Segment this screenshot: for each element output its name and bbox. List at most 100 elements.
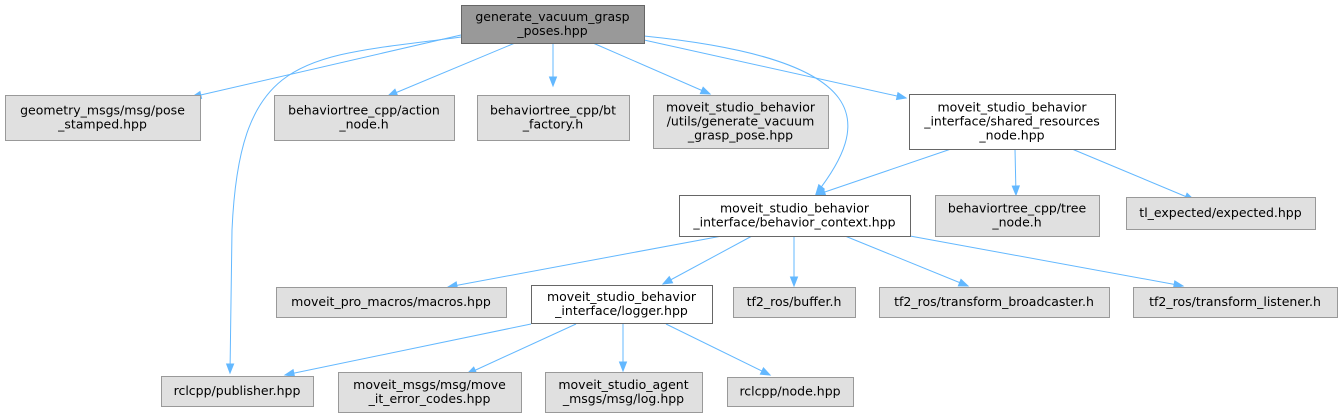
node-box bbox=[733, 287, 856, 318]
edge-root-to-shared_resources bbox=[643, 39, 908, 101]
arrowhead bbox=[759, 367, 772, 376]
node-rclcpp-node[interactable]: rclcpp/node.hpp bbox=[727, 377, 854, 407]
node-box bbox=[531, 285, 713, 324]
node-box bbox=[161, 376, 314, 407]
node-label-line: _interface/behavior_context.hpp bbox=[692, 215, 895, 230]
node-label-line: moveit_studio_behavior bbox=[547, 289, 697, 304]
node-box bbox=[1133, 287, 1338, 318]
node-box bbox=[727, 377, 854, 407]
node-box bbox=[1126, 197, 1316, 230]
node-box bbox=[909, 94, 1116, 150]
node-label-line: rclcpp/node.hpp bbox=[739, 384, 840, 399]
node-label-line: tf2_ros/transform_broadcaster.h bbox=[894, 294, 1094, 309]
edge-logger-to-agent_log bbox=[618, 324, 628, 373]
node-label-line: tf2_ros/transform_listener.h bbox=[1149, 294, 1321, 309]
edge-logger-to-error_codes bbox=[465, 323, 577, 375]
node-box bbox=[461, 5, 645, 44]
arrowhead bbox=[1172, 280, 1185, 289]
node-logger[interactable]: moveit_studio_behavior_interface/logger.… bbox=[531, 285, 713, 324]
node-label-line: _msgs/msg/log.hpp bbox=[562, 391, 684, 406]
arrowhead bbox=[386, 88, 399, 97]
arrowhead bbox=[895, 91, 908, 101]
node-tf2-broadcaster[interactable]: tf2_ros/transform_broadcaster.h bbox=[879, 287, 1110, 318]
node-label-line: moveit_studio_behavior bbox=[666, 100, 816, 115]
edge-shared_resources-to-tl_expected bbox=[1071, 148, 1196, 201]
edge-behavior_context-to-logger bbox=[661, 235, 753, 285]
arrowhead bbox=[618, 361, 628, 373]
node-bt-tree-node[interactable]: behaviortree_cpp/tree_node.h bbox=[935, 195, 1100, 237]
node-macros[interactable]: moveit_pro_macros/macros.hpp bbox=[276, 287, 507, 318]
node-bt-factory[interactable]: behaviortree_cpp/bt_factory.h bbox=[477, 95, 630, 141]
node-label-line: moveit_msgs/msg/move bbox=[353, 377, 506, 392]
edges-layer bbox=[190, 34, 1196, 378]
node-shared-resources[interactable]: moveit_studio_behavior_interface/shared_… bbox=[909, 94, 1116, 150]
node-tf2-buffer[interactable]: tf2_ros/buffer.h bbox=[733, 287, 856, 318]
node-label-line: geometry_msgs/msg/pose bbox=[20, 103, 185, 118]
edge-root-to-bt_action_node bbox=[386, 42, 516, 97]
node-root: generate_vacuum_grasp_poses.hpp bbox=[461, 5, 645, 44]
node-label-line: _interface/shared_resources bbox=[923, 114, 1100, 129]
node-label-line: moveit_studio_agent bbox=[558, 377, 688, 392]
edge-root-to-geometry_pose bbox=[190, 34, 462, 99]
node-label-line: behaviortree_cpp/bt bbox=[490, 103, 616, 118]
node-label-line: behaviortree_cpp/tree bbox=[948, 201, 1087, 216]
arrowhead bbox=[957, 278, 970, 287]
node-box bbox=[276, 287, 507, 318]
edge-root-to-utils_grasp_pose bbox=[592, 42, 712, 95]
node-label-line: tl_expected/expected.hpp bbox=[1139, 205, 1301, 220]
arrowhead bbox=[699, 86, 712, 95]
node-box bbox=[274, 95, 455, 141]
arrowhead bbox=[225, 363, 235, 375]
node-box bbox=[679, 195, 911, 237]
node-tl-expected[interactable]: tl_expected/expected.hpp bbox=[1126, 197, 1316, 230]
edge-root-to-rclcpp_publisher bbox=[225, 36, 462, 375]
node-label-line: _stamped.hpp bbox=[57, 117, 147, 132]
nodes-layer: generate_vacuum_grasp_poses.hpp geometry_… bbox=[5, 5, 1338, 413]
node-label-line: _node.h bbox=[991, 215, 1041, 230]
node-label-line: moveit_studio_behavior bbox=[937, 100, 1087, 115]
node-label-line: _node.h bbox=[338, 117, 388, 132]
edge-shared_resources-to-bt_tree_node bbox=[1011, 148, 1021, 197]
node-tf2-listener[interactable]: tf2_ros/transform_listener.h bbox=[1133, 287, 1338, 318]
node-box bbox=[935, 195, 1100, 237]
node-bt-action-node[interactable]: behaviortree_cpp/action_node.h bbox=[274, 95, 455, 141]
node-label-line: _poses.hpp bbox=[516, 23, 587, 38]
node-label-line: rclcpp/publisher.hpp bbox=[174, 383, 301, 398]
node-box bbox=[879, 287, 1110, 318]
node-box bbox=[545, 372, 703, 413]
node-box bbox=[338, 372, 522, 413]
node-label-line: /utils/generate_vacuum bbox=[667, 114, 815, 129]
edge-behavior_context-to-tf2_listener bbox=[909, 235, 1185, 289]
edge-logger-to-rclcpp_node bbox=[665, 323, 772, 376]
arrowhead bbox=[548, 76, 558, 88]
node-label-line: _node.hpp bbox=[978, 128, 1044, 143]
node-box bbox=[5, 95, 201, 141]
node-geometry-pose[interactable]: geometry_msgs/msg/pose_stamped.hpp bbox=[5, 95, 201, 141]
node-label-line: _it_error_codes.hpp bbox=[368, 391, 491, 406]
edge-behavior_context-to-macros bbox=[446, 235, 723, 290]
edge-logger-to-rclcpp_publisher bbox=[283, 323, 532, 378]
edge-shared_resources-to-behavior_context bbox=[814, 148, 952, 196]
node-label-line: moveit_studio_behavior bbox=[720, 201, 870, 216]
node-label-line: behaviortree_cpp/action bbox=[288, 103, 440, 118]
node-label-line: moveit_pro_macros/macros.hpp bbox=[291, 294, 491, 309]
arrowhead bbox=[661, 275, 674, 285]
node-box bbox=[653, 95, 829, 149]
node-label-line: _interface/logger.hpp bbox=[554, 303, 688, 318]
node-error-codes[interactable]: moveit_msgs/msg/move_it_error_codes.hpp bbox=[338, 372, 522, 413]
arrowhead bbox=[1011, 185, 1021, 197]
node-label-line: generate_vacuum_grasp bbox=[475, 9, 629, 24]
edge-behavior_context-to-tf2_buffer bbox=[789, 236, 799, 288]
node-label-line: _factory.h bbox=[522, 117, 583, 132]
edge-behavior_context-to-tf2_broadcaster bbox=[844, 235, 970, 287]
node-agent-log[interactable]: moveit_studio_agent_msgs/msg/log.hpp bbox=[545, 372, 703, 413]
node-utils-grasp-pose[interactable]: moveit_studio_behavior/utils/generate_va… bbox=[653, 95, 829, 149]
node-label-line: _grasp_pose.hpp bbox=[687, 128, 793, 143]
node-label-line: tf2_ros/buffer.h bbox=[747, 294, 842, 309]
node-rclcpp-publisher[interactable]: rclcpp/publisher.hpp bbox=[161, 376, 314, 407]
arrowhead bbox=[789, 276, 799, 288]
arrowhead bbox=[283, 368, 296, 378]
node-box bbox=[477, 95, 630, 141]
node-behavior-context[interactable]: moveit_studio_behavior_interface/behavio… bbox=[679, 195, 911, 237]
